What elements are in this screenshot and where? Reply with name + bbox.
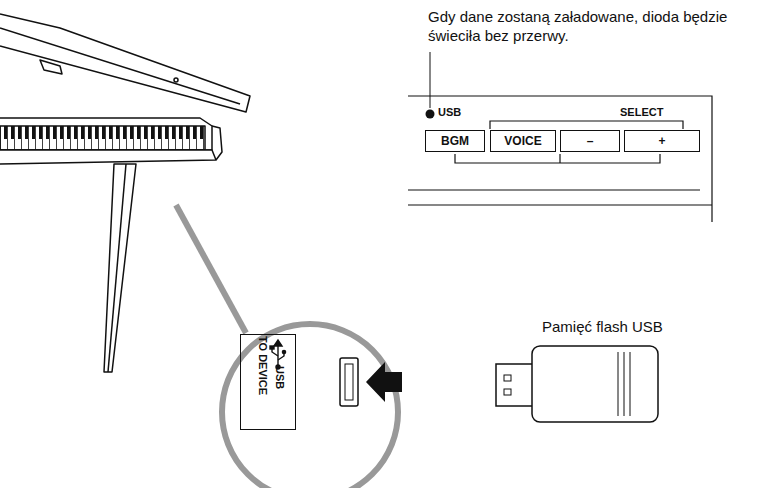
rotated-text-block: USB TO DEVICE <box>242 336 294 428</box>
insert-arrow <box>366 362 402 402</box>
led-label: USB <box>438 106 461 120</box>
node-text: + <box>658 134 665 148</box>
select-plus-button: + <box>624 130 700 152</box>
node-text: BGM <box>441 134 469 148</box>
select-label: SELECT <box>620 106 663 120</box>
usb-flash-drive <box>496 346 658 422</box>
usb-icon <box>270 340 286 369</box>
zoom-callout <box>176 205 398 488</box>
node-text: VOICE <box>504 134 541 148</box>
callout-note: Gdy dane zostaną załadowane, dioda będzi… <box>428 8 728 46</box>
usb-port <box>340 358 358 406</box>
voice-button: VOICE <box>490 130 556 152</box>
node-text: – <box>587 134 594 148</box>
usb-to-device-label: USB TO DEVICE <box>240 334 296 430</box>
node-text: USB <box>273 336 285 428</box>
bgm-button: BGM <box>425 130 485 152</box>
piano-drawing <box>0 14 250 372</box>
node-text: TO DEVICE <box>257 336 269 428</box>
select-minus-button: – <box>560 130 620 152</box>
usb-led <box>426 110 435 119</box>
control-panel <box>408 52 712 222</box>
part-name: Pamięć flash USB <box>542 318 663 337</box>
